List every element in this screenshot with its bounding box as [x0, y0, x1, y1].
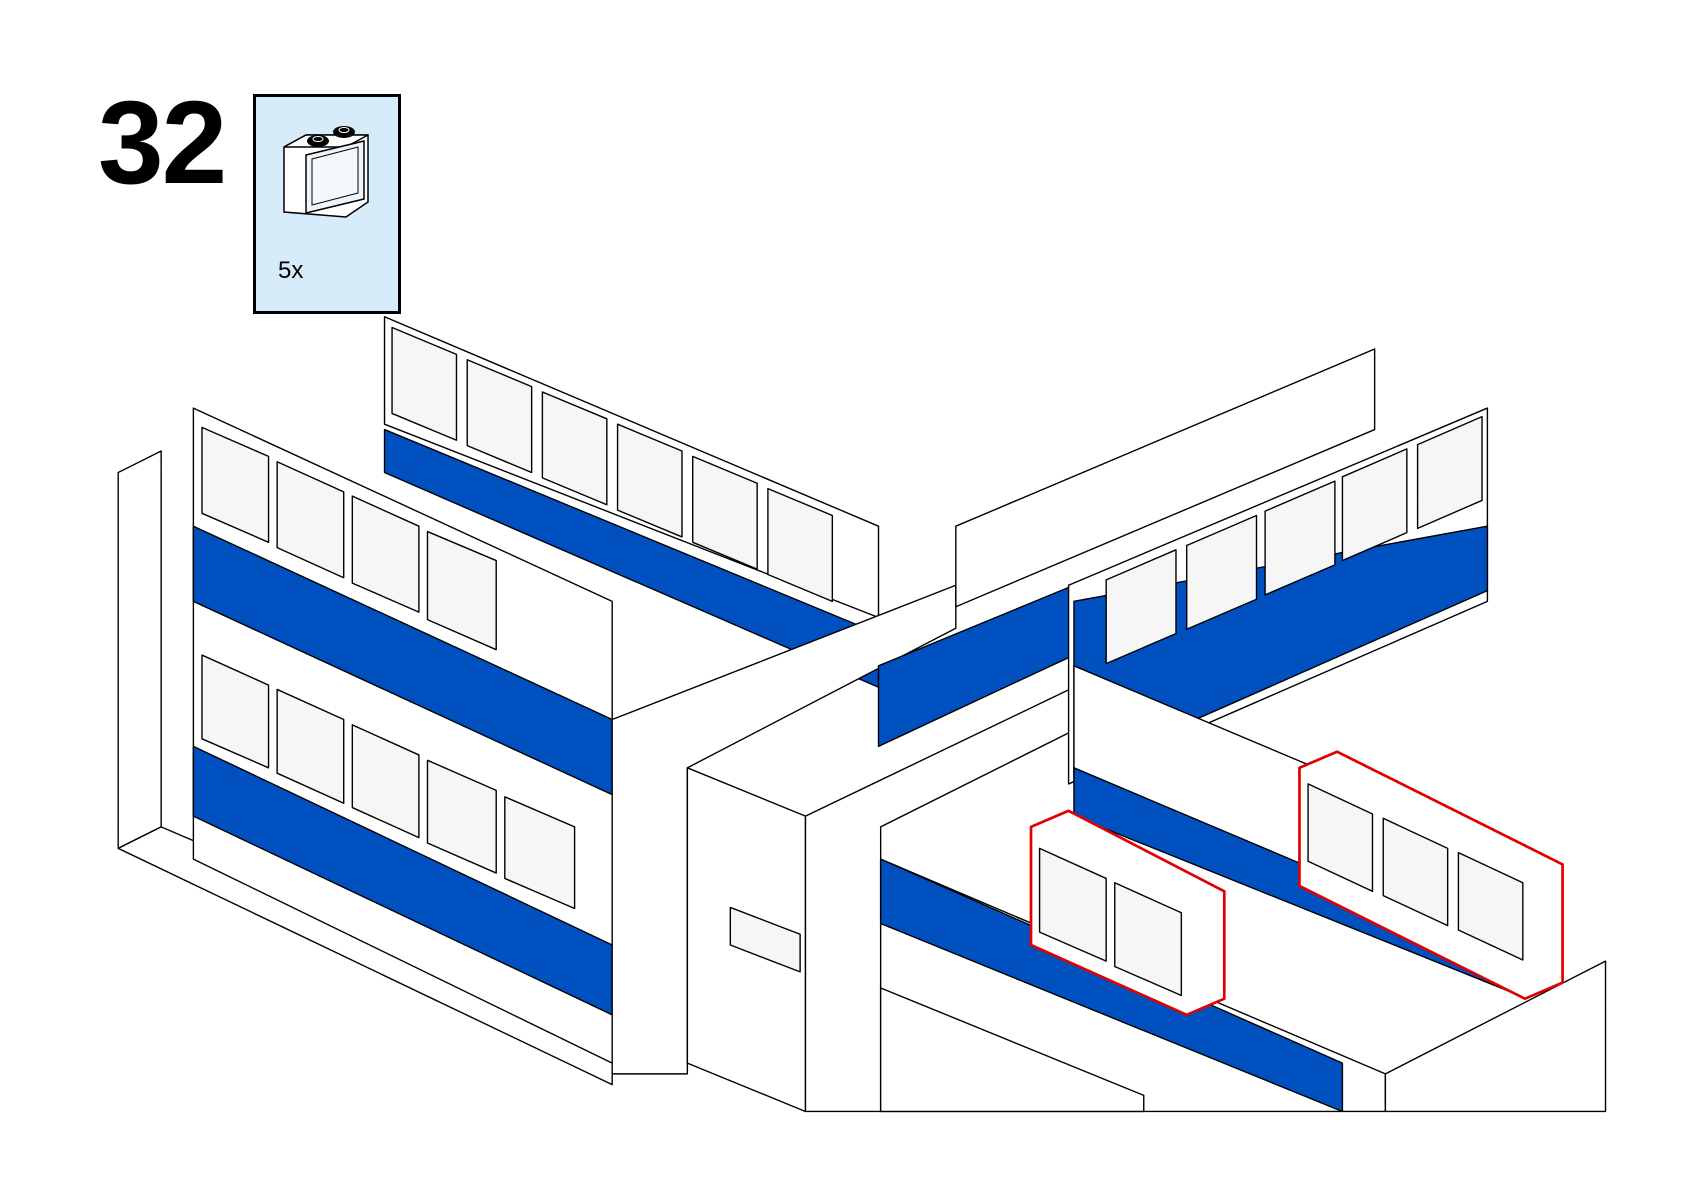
- parts-callout: 5x: [253, 94, 401, 314]
- part-quantity: 5x: [278, 257, 304, 284]
- left-column: [117, 450, 162, 850]
- step-number: 32: [98, 77, 227, 209]
- window-part-icon: [283, 126, 369, 218]
